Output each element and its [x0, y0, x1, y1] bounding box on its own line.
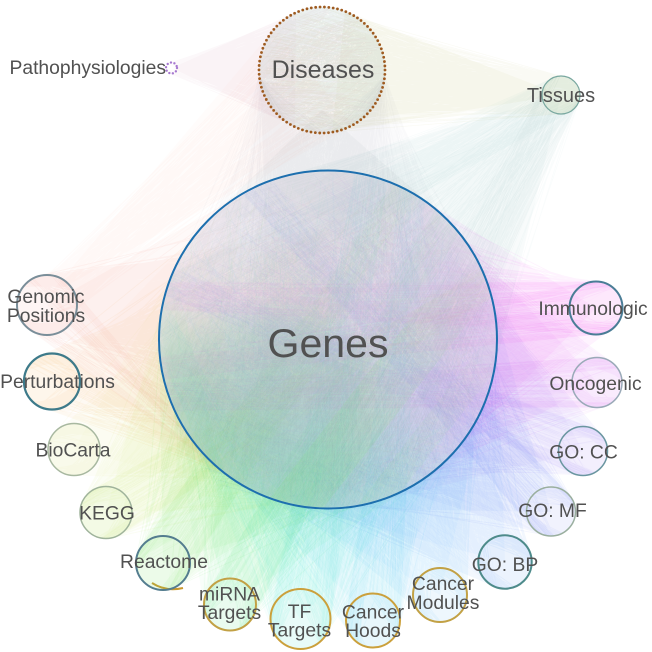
svg-text:BioCarta: BioCarta [35, 441, 110, 462]
svg-text:Reactome: Reactome [120, 552, 208, 573]
svg-text:Diseases: Diseases [272, 56, 375, 84]
svg-text:Cancer: Cancer [342, 603, 405, 624]
svg-text:KEGG: KEGG [79, 504, 135, 525]
svg-text:Modules: Modules [407, 593, 480, 614]
svg-text:Targets: Targets [268, 621, 331, 642]
svg-text:miRNA: miRNA [199, 585, 260, 606]
svg-text:GO: MF: GO: MF [518, 501, 587, 522]
svg-text:Genes: Genes [268, 322, 389, 366]
svg-text:Hoods: Hoods [345, 621, 401, 642]
svg-text:GO: CC: GO: CC [549, 443, 618, 464]
svg-text:Targets: Targets [198, 603, 261, 624]
svg-text:Cancer: Cancer [412, 574, 475, 595]
svg-text:Pathophysiologies: Pathophysiologies [9, 58, 166, 79]
svg-text:Positions: Positions [7, 306, 85, 327]
svg-text:Genomic: Genomic [7, 287, 85, 308]
svg-text:Oncogenic: Oncogenic [549, 374, 642, 395]
svg-text:Tissues: Tissues [527, 85, 595, 107]
svg-text:Perturbations: Perturbations [0, 372, 115, 393]
svg-text:Immunologic: Immunologic [538, 299, 648, 320]
svg-text:TF: TF [288, 602, 312, 623]
svg-text:GO: BP: GO: BP [472, 555, 538, 576]
